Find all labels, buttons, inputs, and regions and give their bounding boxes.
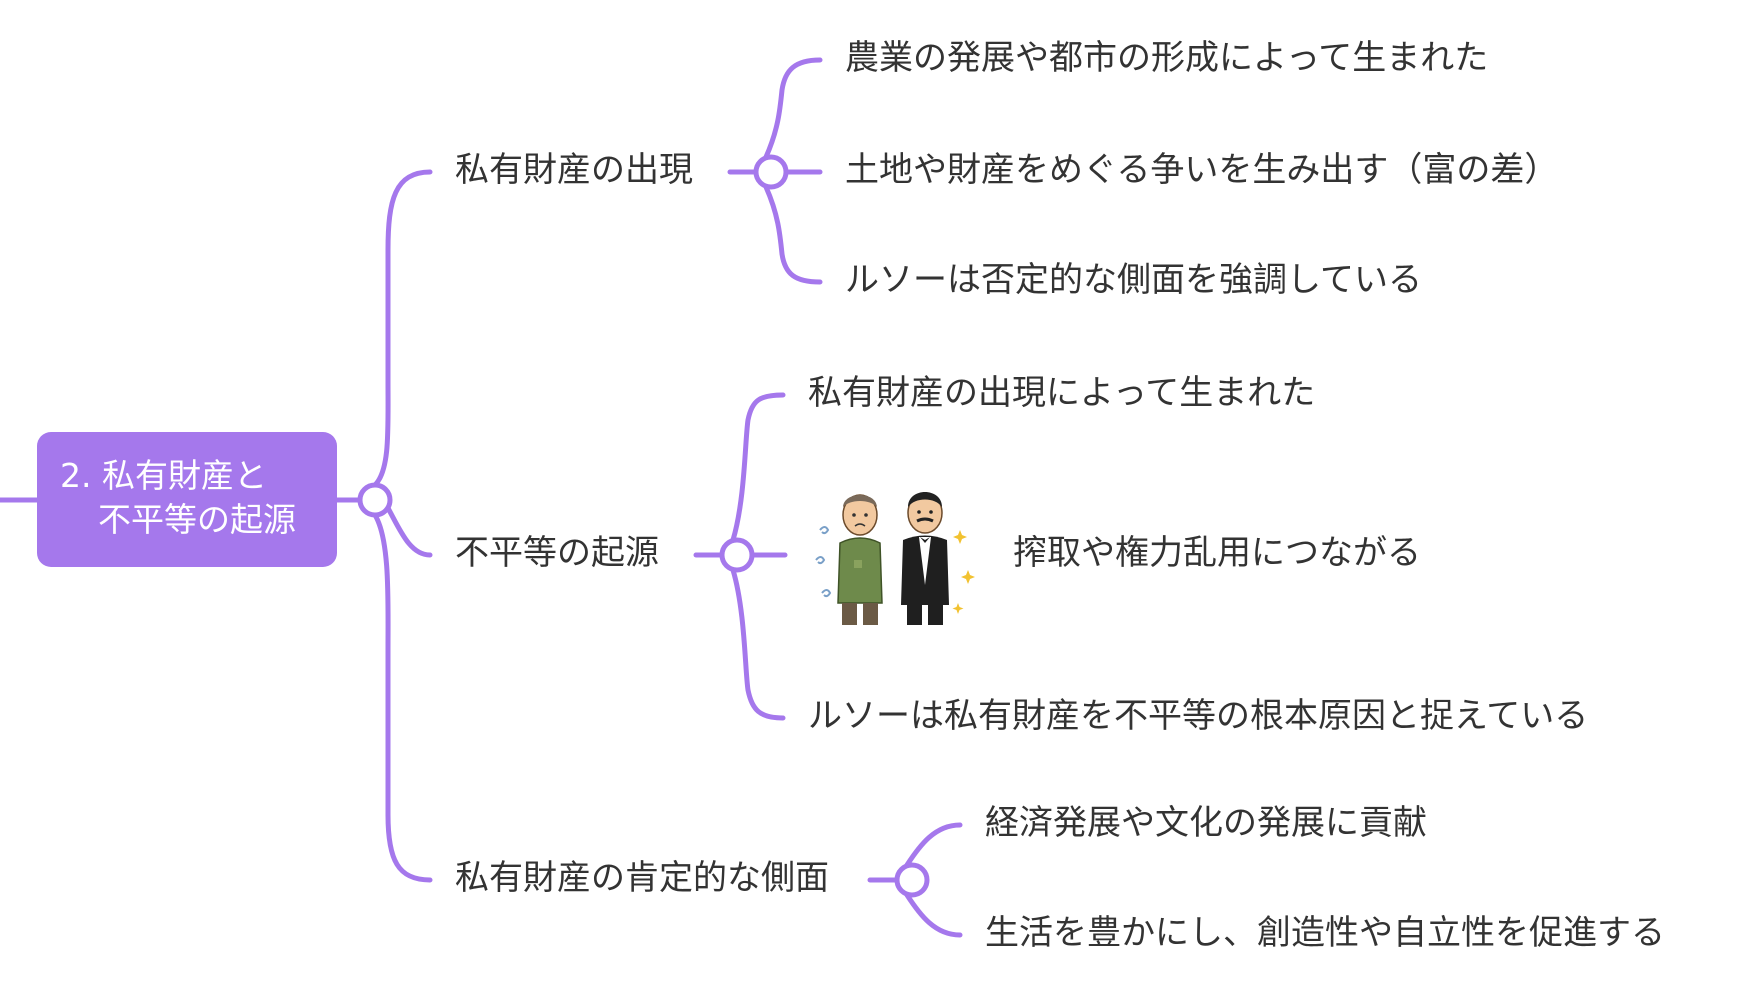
branch-1-hub-node [753, 154, 789, 190]
edge-b2-c1 [730, 392, 786, 543]
root-hub-node [357, 482, 393, 518]
edge-b3-c2 [904, 892, 963, 938]
root-node[interactable]: 2. 私有財産と 不平等の起源 [37, 432, 337, 567]
edge-root-branch-3 [372, 512, 433, 883]
edge-b1-c3 [763, 184, 823, 285]
edge-b2-c3 [730, 567, 786, 721]
poor-man-figure [815, 494, 883, 625]
edge-b3-c1 [904, 822, 963, 868]
branch-2-child-2[interactable]: 搾取や権力乱用につながる [1013, 533, 1421, 573]
branch-2-child-3[interactable]: ルソーは私有財産を不平等の根本原因と捉えている [808, 696, 1589, 736]
root-title-line-2: 不平等の起源 [98, 500, 296, 539]
branch-1-child-2[interactable]: 土地や財産をめぐる争いを生み出す（富の差） [845, 150, 1559, 190]
rich-man-figure [901, 492, 975, 625]
branch-1-child-1[interactable]: 農業の発展や都市の形成によって生まれた [845, 38, 1489, 78]
branch-2-label[interactable]: 不平等の起源 [455, 533, 659, 573]
branch-3-hub-node [894, 862, 930, 898]
edge-root-branch-1 [372, 169, 433, 488]
branch-3-child-2[interactable]: 生活を豊かにし、創造性や自立性を促進する [985, 913, 1665, 953]
branch-1-label[interactable]: 私有財産の出現 [455, 150, 693, 190]
edge-b1-c1 [763, 57, 823, 160]
root-title-line-1: 2. 私有財産と [60, 456, 267, 495]
branch-1-child-3[interactable]: ルソーは否定的な側面を強調している [845, 260, 1422, 300]
poor-and-rich-men-icon [815, 492, 975, 625]
branch-3-child-1[interactable]: 経済発展や文化の発展に貢献 [985, 803, 1427, 843]
edge-root-branch-2 [385, 505, 433, 558]
branch-3-label[interactable]: 私有財産の肯定的な側面 [455, 858, 829, 898]
branch-2-child-1[interactable]: 私有財産の出現によって生まれた [808, 373, 1316, 413]
branch-2-hub-node [719, 537, 755, 573]
